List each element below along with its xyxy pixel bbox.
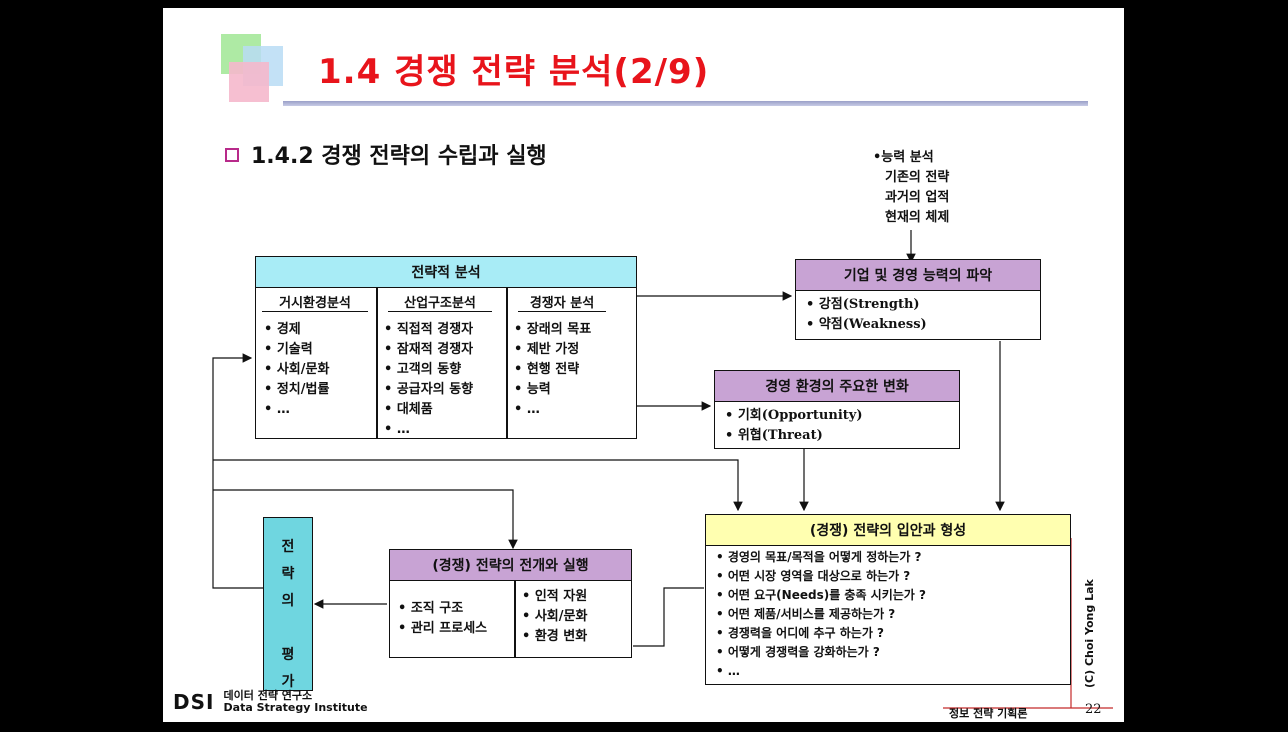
evaluation-char: 략 (281, 566, 295, 582)
list-item: • 고객의 동향 (384, 362, 462, 377)
list-item: • 관리 프로세스 (398, 621, 488, 636)
threat-item: • 위협(Threat) (725, 428, 823, 443)
list-item: • 경제 (264, 322, 301, 337)
slide: 1.4 경쟁 전략 분석(2/9) 1.4.2 경쟁 전략의 수립과 실행 •능… (163, 8, 1124, 722)
list-item: • 장래의 목표 (514, 322, 592, 337)
formulation-item: • 경영의 목표/목적을 어떻게 정하는가 ? (716, 550, 922, 564)
list-item: • … (384, 422, 410, 437)
list-item: • 제반 가정 (514, 342, 580, 357)
evaluation-char: 전 (281, 539, 295, 555)
org-name-ko: 데이터 전략 연구소 (223, 689, 313, 702)
connector-lines (212, 230, 1113, 709)
doc-title: 정보 전략 기획론 (949, 707, 1028, 720)
logo-dsi: DSI (173, 690, 215, 714)
weakness-item: • 약점(Weakness) (806, 317, 927, 332)
formulation-item: • 어떻게 경쟁력을 강화하는가 ? (716, 645, 880, 659)
execution-header: (경쟁) 전략의 전개와 실행 (389, 549, 632, 581)
list-item: • 잠재적 경쟁자 (384, 342, 474, 357)
column-macro-title: 거시환경분석 (262, 292, 368, 312)
evaluation-char: 가 (281, 674, 295, 690)
list-item: • 기술력 (264, 342, 313, 357)
list-item: • 대체품 (384, 402, 433, 417)
opportunity-item: • 기회(Opportunity) (725, 408, 863, 423)
list-item: • 사회/문화 (264, 362, 330, 377)
strength-item: • 강점(Strength) (806, 297, 920, 312)
list-item: • … (514, 402, 540, 417)
evaluation-char: 평 (281, 647, 295, 663)
column-divider (376, 288, 378, 438)
column-industry-title: 산업구조분석 (388, 292, 492, 312)
capability-box: • 강점(Strength) • 약점(Weakness) (795, 290, 1041, 340)
evaluation-box: 전 략 의 평 가 (263, 517, 313, 691)
environment-box: • 기회(Opportunity) • 위협(Threat) (714, 401, 960, 449)
macro-list: • 경제 • 기술력 • 사회/문화 • 정치/법률 • … (264, 320, 329, 420)
list-item: • … (264, 402, 290, 417)
evaluation-char (264, 615, 312, 642)
formulation-box: • 경영의 목표/목적을 어떻게 정하는가 ? • 어떤 시장 영역을 대상으로… (705, 545, 1071, 685)
capability-header: 기업 및 경영 능력의 파악 (795, 259, 1041, 291)
list-item: • 정치/법률 (264, 382, 330, 397)
list-item: • 공급자의 동향 (384, 382, 474, 397)
footer-logo: DSI 데이터 전략 연구소 Data Strategy Institute (173, 689, 368, 715)
execution-right-list: • 인적 자원 • 사회/문화 • 환경 변화 (522, 587, 587, 647)
formulation-item: • 경쟁력을 어디에 추구 하는가 ? (716, 626, 885, 640)
org-name-en: Data Strategy Institute (223, 701, 368, 714)
ability-head: •능력 분석 (873, 150, 934, 165)
column-divider (514, 581, 516, 657)
list-item: • 사회/문화 (522, 609, 588, 624)
formulation-header: (경쟁) 전략의 입안과 형성 (705, 514, 1071, 546)
list-item: • 직접적 경쟁자 (384, 322, 474, 337)
list-item: • 능력 (514, 382, 551, 397)
ability-analysis-note: •능력 분석 기존의 전략 과거의 업적 현재의 체제 (873, 148, 949, 228)
copyright-text: (C) Choi Yong Lak (1083, 579, 1096, 688)
ability-item: 현재의 체제 (885, 210, 950, 225)
column-competitor-title: 경쟁자 분석 (518, 292, 606, 312)
checkbox-bullet-icon (225, 148, 239, 162)
section-subtitle: 1.4.2 경쟁 전략의 수립과 실행 (225, 138, 547, 170)
formulation-item: • … (716, 664, 740, 678)
formulation-item: • 어떤 요구(Needs)를 충족 시키는가 ? (716, 588, 926, 602)
execution-box: • 조직 구조 • 관리 프로세스 • 인적 자원 • 사회/문화 • 환경 변… (389, 580, 632, 658)
page-title: 1.4 경쟁 전략 분석(2/9) (318, 52, 710, 92)
subtitle-text: 1.4.2 경쟁 전략의 수립과 실행 (251, 144, 547, 169)
column-divider (506, 288, 508, 438)
list-item: • 환경 변화 (522, 629, 588, 644)
execution-left-list: • 조직 구조 • 관리 프로세스 (398, 599, 487, 639)
list-item: • 현행 전략 (514, 362, 580, 377)
list-item: • 조직 구조 (398, 601, 464, 616)
list-item: • 인적 자원 (522, 589, 588, 604)
strategic-analysis-header: 전략적 분석 (255, 256, 637, 288)
decor-square-pink (229, 62, 269, 102)
evaluation-char: 의 (281, 593, 295, 609)
page-number: 22 (1085, 702, 1102, 717)
strategic-analysis-box: 거시환경분석 산업구조분석 경쟁자 분석 • 경제 • 기술력 • 사회/문화 … (255, 287, 637, 439)
industry-list: • 직접적 경쟁자 • 잠재적 경쟁자 • 고객의 동향 • 공급자의 동향 •… (384, 320, 473, 440)
ability-item: 기존의 전략 (885, 170, 950, 185)
formulation-item: • 어떤 시장 영역을 대상으로 하는가 ? (716, 569, 911, 583)
competitor-list: • 장래의 목표 • 제반 가정 • 현행 전략 • 능력 • … (514, 320, 591, 420)
environment-header: 경영 환경의 주요한 변화 (714, 370, 960, 402)
ability-item: 과거의 업적 (885, 190, 950, 205)
title-underline (283, 101, 1088, 106)
formulation-item: • 어떤 제품/서비스를 제공하는가 ? (716, 607, 896, 621)
